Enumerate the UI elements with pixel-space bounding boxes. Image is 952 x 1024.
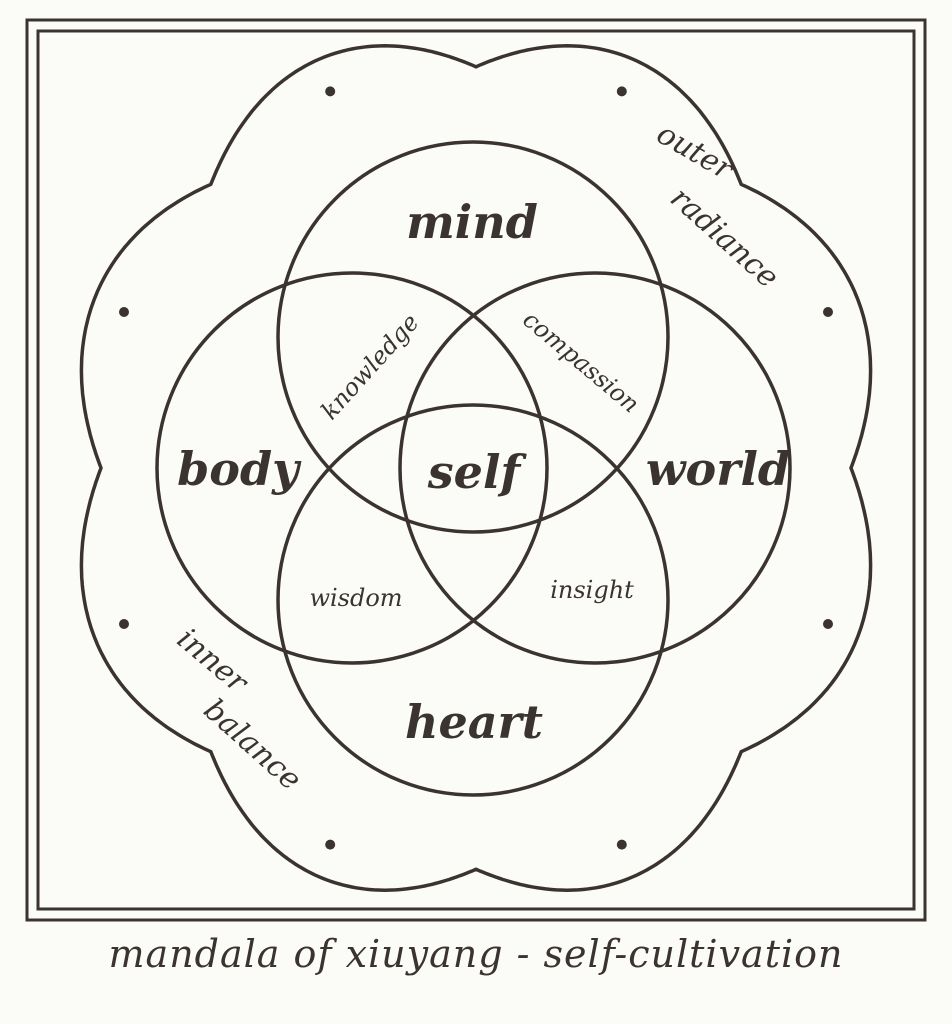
border-dot xyxy=(823,619,833,629)
caption: mandala of xiuyang - self-cultivation xyxy=(108,932,844,976)
label-body: body xyxy=(177,442,302,496)
label-outer: outer xyxy=(651,116,741,188)
border-dot xyxy=(823,307,833,317)
label-self: self xyxy=(427,445,528,499)
label-insight: insight xyxy=(550,576,634,604)
circle-heart xyxy=(276,403,670,797)
border-dot xyxy=(325,839,336,850)
circle-body xyxy=(155,271,549,665)
circle-mind xyxy=(276,140,670,534)
scalloped-border xyxy=(79,44,873,892)
inner-frame xyxy=(36,29,916,911)
label-world: world xyxy=(646,442,790,496)
border-dot xyxy=(616,839,627,850)
border-dot xyxy=(325,86,336,97)
outer-frame xyxy=(25,18,927,922)
border-dot xyxy=(119,307,129,317)
label-heart: heart xyxy=(405,695,543,749)
border-dot xyxy=(616,86,627,97)
label-balance: balance xyxy=(197,692,308,797)
label-wisdom: wisdom xyxy=(309,584,402,612)
label-inner: inner xyxy=(170,621,255,701)
border-dot xyxy=(119,619,129,629)
border-dots xyxy=(119,86,833,850)
circle-world xyxy=(398,271,792,665)
label-mind: mind xyxy=(406,195,538,249)
